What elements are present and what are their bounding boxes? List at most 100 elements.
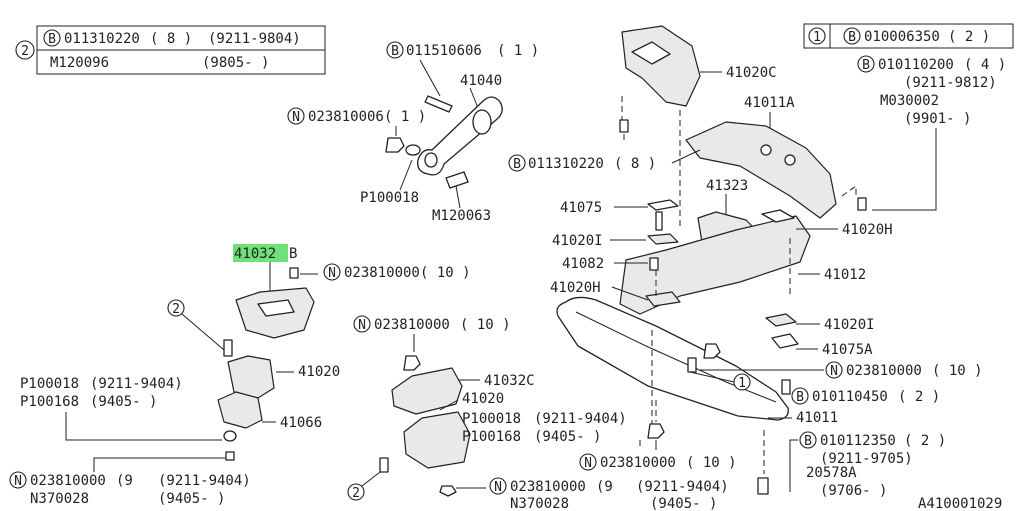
b-marker: B xyxy=(391,44,399,59)
part-number: 41011A xyxy=(744,95,795,111)
date-range: (9211-9705) xyxy=(820,451,913,467)
part-number: P100018 xyxy=(462,411,521,427)
part-number: 011310220 xyxy=(528,156,604,172)
n-marker: N xyxy=(292,110,300,125)
part-number: 41020I xyxy=(552,233,603,249)
part-number: P100018 xyxy=(360,190,419,206)
right-top-labels: B 010110200 ( 4 ) (9211-9812) M030002 (9… xyxy=(841,55,1006,211)
quantity: ( 2 ) xyxy=(948,29,990,45)
part-number: 41066 xyxy=(280,415,322,431)
part-suffix: B xyxy=(289,246,297,262)
part-number: 010110200 xyxy=(878,57,954,73)
part-number: 41032C xyxy=(484,373,535,389)
part-number: 41075A xyxy=(822,342,873,358)
n-marker: N xyxy=(14,474,22,489)
upper-bracket: 41020C xyxy=(621,25,777,230)
part-number: 41020H xyxy=(842,222,893,238)
part-number: 20578A xyxy=(806,465,857,481)
b-marker: B xyxy=(804,434,812,449)
bolt-label: B 011310220 ( 8 ) xyxy=(508,119,701,172)
part-number: 41323 xyxy=(706,178,748,194)
quantity: ( 10 ) xyxy=(686,455,737,471)
lower-right-bolts: B 010112350 ( 2 ) (9211-9705) 20578A (97… xyxy=(757,430,1002,511)
quantity: ( 10 ) xyxy=(460,317,511,333)
ref-marker-2: 2 xyxy=(352,486,360,501)
diagram-id: A410001029 xyxy=(918,496,1002,511)
part-number: 023810000 xyxy=(344,265,420,281)
b-marker: B xyxy=(48,32,56,47)
part-number: N370028 xyxy=(510,496,569,511)
nut-label-bottom: N 023810000 ( 10 ) xyxy=(579,400,737,471)
part-number: 41020I xyxy=(824,317,875,333)
quantity: ( 1 ) xyxy=(384,109,426,125)
part-number: 010112350 xyxy=(820,433,896,449)
nut-label: N 023810000 ( 10 ) 1 B 010110450 ( 2 ) xyxy=(687,343,983,405)
left-mount-assembly: 41032 B N 023810000 ( 10 ) 2 41020 41066… xyxy=(9,244,471,507)
quantity: (9 xyxy=(116,473,133,489)
part-number: N370028 xyxy=(30,491,89,507)
part-number: M030002 xyxy=(880,93,939,109)
n-marker: N xyxy=(584,456,592,471)
b-marker: B xyxy=(862,58,870,73)
part-number: 41020 xyxy=(298,364,340,380)
date-range: (9405- ) xyxy=(90,394,157,410)
crossmember-41011a: 41011A xyxy=(685,95,837,219)
date-range: (9211-9804) xyxy=(208,31,301,47)
part-number: 41032 xyxy=(234,246,276,262)
main-crossmember: 41323 41012 41020H xyxy=(619,178,893,315)
part-number: 023810000 xyxy=(374,317,450,333)
quantity: ( 2 ) xyxy=(904,433,946,449)
n-marker: N xyxy=(358,318,366,333)
quantity: ( 1 ) xyxy=(497,43,539,59)
b-marker: B xyxy=(848,30,856,45)
date-range: (9211-9404) xyxy=(90,376,183,392)
ref-marker-2: 2 xyxy=(21,44,29,59)
b-marker: B xyxy=(513,157,521,172)
part-number: P100168 xyxy=(20,394,79,410)
quantity: ( 8 ) xyxy=(614,156,656,172)
ref-marker-1: 1 xyxy=(813,30,821,45)
link-rod-assembly: B 011510606 ( 1 ) 41040 N 023810006 ( 1 … xyxy=(287,41,539,224)
part-number: P100018 xyxy=(20,376,79,392)
part-number: 023810000 xyxy=(600,455,676,471)
part-number: 41020H xyxy=(550,280,601,296)
part-number: 010110450 xyxy=(812,389,888,405)
n-marker: N xyxy=(830,364,838,379)
part-number: 011310220 xyxy=(64,31,140,47)
part-number: 023810000 xyxy=(846,363,922,379)
date-range: (9405- ) xyxy=(534,429,601,445)
quantity: (9 xyxy=(596,479,613,495)
quantity: ( 8 ) xyxy=(150,31,192,47)
part-number: M120063 xyxy=(432,208,491,224)
quantity: ( 4 ) xyxy=(964,57,1006,73)
part-number: 41020 xyxy=(462,391,504,407)
n-marker: N xyxy=(494,480,502,495)
date-range: (9706- ) xyxy=(820,483,887,499)
quantity: ( 10 ) xyxy=(932,363,983,379)
part-number: 023810000 xyxy=(30,473,106,489)
part-number: 41040 xyxy=(460,73,502,89)
date-range: (9211-9404) xyxy=(158,473,251,489)
date-range: (9805- ) xyxy=(202,55,269,71)
date-range: (9211-9812) xyxy=(904,75,997,91)
part-number: M120096 xyxy=(50,55,109,71)
quantity: ( 10 ) xyxy=(420,265,471,281)
left-mounts: 41075 41020I 41082 41020H xyxy=(550,199,681,307)
part-number: 41011 xyxy=(796,410,838,426)
part-number: 010006350 xyxy=(864,29,940,45)
n-marker: N xyxy=(328,266,336,281)
ref-table-1: 1 B 010006350 ( 2 ) xyxy=(803,23,1014,49)
part-number: 41012 xyxy=(824,267,866,283)
part-number: P100168 xyxy=(462,429,521,445)
date-range: (9211-9404) xyxy=(534,411,627,427)
part-number: 41020C xyxy=(726,65,777,81)
right-mounts: 41020I 41075A xyxy=(765,313,875,358)
part-number: 41082 xyxy=(562,256,604,272)
date-range: (9211-9404) xyxy=(636,479,729,495)
part-number: 011510606 xyxy=(406,43,482,59)
highlight-41032b xyxy=(233,244,288,262)
ref-marker-2: 2 xyxy=(172,302,180,317)
crossmember-41011: 41011 xyxy=(556,296,838,426)
date-range: (9405- ) xyxy=(158,491,225,507)
